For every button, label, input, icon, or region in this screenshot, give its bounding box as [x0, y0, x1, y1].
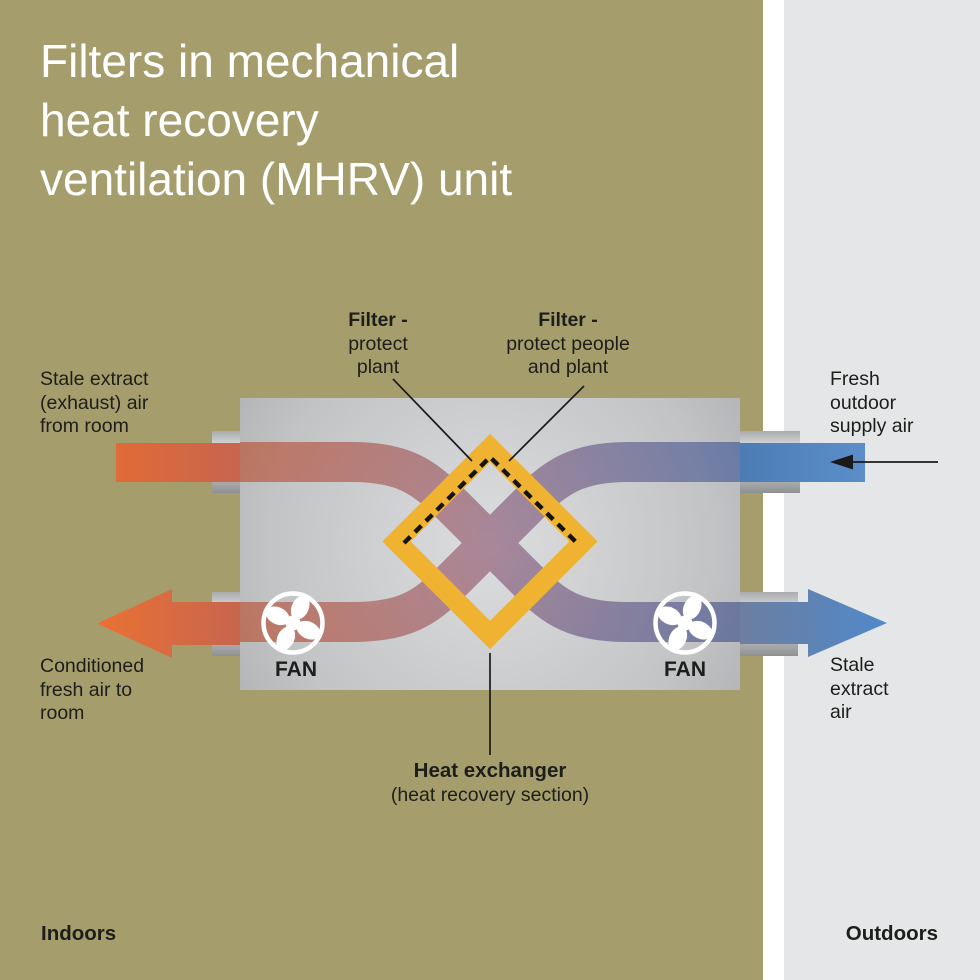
fan-right-label: FAN: [664, 658, 706, 681]
label-line: Conditioned: [40, 655, 145, 677]
stale-extract-out-label: Stale extract air: [830, 654, 889, 725]
filter-heading: Filter -: [538, 309, 598, 331]
stale-air-arrow: [740, 589, 887, 657]
conditioned-air-arrow: [97, 589, 240, 658]
stale-extract-in-label: Stale extract (exhaust) air from room: [40, 368, 148, 439]
label-line: protect people: [506, 332, 630, 355]
leader-lines: [392, 378, 585, 755]
exterior-ducts: [97, 443, 887, 658]
filter-protect-people-label: Filter - protect people and plant: [483, 309, 653, 380]
label-line: supply air: [830, 415, 914, 437]
heat-exchanger-diamond: [382, 433, 598, 650]
label-line: extract: [830, 677, 889, 700]
heat-exchanger-label: Heat exchanger (heat recovery section): [340, 759, 640, 807]
fan-left-label: FAN: [275, 658, 317, 681]
label-line: protect: [348, 332, 408, 355]
label-line: outdoor: [830, 391, 897, 414]
page-title: Filters in mechanical heat recovery vent…: [40, 32, 512, 209]
filter-right-leader-line: [508, 385, 585, 462]
title-line: heat recovery: [40, 94, 319, 146]
fresh-outdoor-supply-label: Fresh outdoor supply air: [830, 368, 913, 439]
heat-exchanger-heading: Heat exchanger: [413, 759, 567, 782]
indoors-zone-label: Indoors: [41, 922, 117, 945]
label-line: Stale extract: [40, 368, 149, 390]
label-line: plant: [356, 356, 400, 378]
filter-left-leader-line: [392, 378, 473, 462]
conditioned-fresh-air-label: Conditioned fresh air to room: [40, 655, 144, 726]
stale-extract-inlet-duct: [116, 443, 240, 482]
fan-right-icon: [653, 591, 717, 655]
filter-dashed-line: [402, 453, 579, 545]
label-line: fresh air to: [40, 678, 133, 701]
outdoors-region: [784, 0, 980, 980]
title-line: Filters in mechanical: [40, 35, 460, 87]
label-line: and plant: [527, 356, 609, 378]
label-line: air: [830, 701, 852, 723]
label-line: Fresh: [830, 368, 880, 390]
fresh-supply-duct: [240, 442, 740, 642]
title-line: ventilation (MHRV) unit: [40, 153, 513, 205]
label-line: from room: [40, 415, 129, 437]
heat-exchanger-subheading: (heat recovery section): [390, 784, 590, 806]
label-line: Stale: [830, 654, 875, 676]
label-line: room: [40, 702, 85, 724]
interior-ducts: [240, 442, 740, 642]
filter-protect-plant-label: Filter - protect plant: [303, 309, 453, 380]
supply-air-direction-arrow: [830, 454, 938, 470]
label-line: (exhaust) air: [40, 391, 149, 414]
filter-heading: Filter -: [348, 309, 408, 331]
outdoors-zone-label: Outdoors: [845, 922, 938, 945]
fan-left-icon: [261, 591, 325, 655]
